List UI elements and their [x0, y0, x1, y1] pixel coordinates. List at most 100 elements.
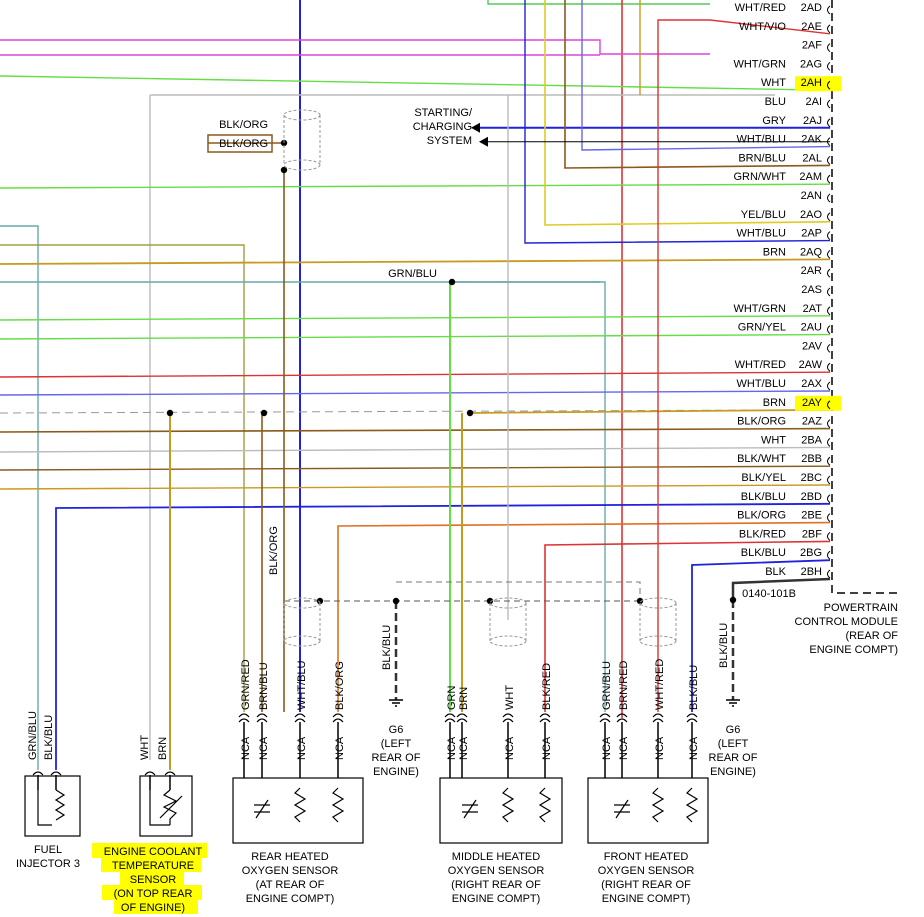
- pin-number: 2BH: [801, 566, 822, 578]
- ect-label-4: (ON TOP REAR: [114, 888, 193, 900]
- rear-o2-pin-icon: [256, 713, 268, 718]
- ground2-label-1: G6: [726, 724, 741, 736]
- rear-o2-nca: NCA: [296, 736, 308, 760]
- middle-o2-pin-icon: [444, 713, 456, 718]
- pin-number: 2BF: [802, 528, 822, 540]
- middle-o2-pin-icon: [502, 713, 514, 718]
- starting-label-2: CHARGING: [413, 121, 472, 133]
- ground1-label-2: (LEFT: [381, 738, 412, 750]
- wire-brn-2ay: [469, 408, 831, 414]
- rear-o2-label-4: ENGINE COMPT): [246, 893, 335, 905]
- wire-yel-blu-2ao: [544, 0, 831, 226]
- starting-label-3: SYSTEM: [427, 135, 472, 147]
- front-o2-pin-icon: [616, 718, 628, 723]
- pin-wire-color: BLU: [765, 96, 786, 108]
- front-o2-label-1: FRONT HEATED: [604, 851, 689, 863]
- pin-wire-color: GRN/YEL: [738, 322, 786, 334]
- front-o2-wire-label: WHT/RED: [654, 659, 666, 710]
- pcm-label-2: CONTROL MODULE: [795, 616, 899, 628]
- pin-wire-color: GRN/WHT: [733, 171, 786, 183]
- pin-terminal-icon: [827, 532, 831, 541]
- pin-wire-color: WHT/RED: [735, 359, 786, 371]
- pin-number: 2AU: [801, 322, 822, 334]
- rear-o2-nca: NCA: [334, 736, 346, 760]
- pin-number: 2AV: [802, 340, 823, 352]
- pin-terminal-icon: [827, 174, 831, 184]
- pin-number: 2AJ: [803, 115, 822, 127]
- wire-blk-org-rear: [337, 521, 831, 712]
- wire-wht-blu-2ap: [524, 0, 831, 244]
- middle-o2-pin-icon: [444, 718, 456, 723]
- pin-terminal-icon: [827, 268, 831, 278]
- pin-terminal-icon: [827, 306, 831, 316]
- splice-dot: [636, 597, 644, 605]
- pin-number: 2AF: [802, 40, 822, 52]
- middle-o2-nca: NCA: [446, 736, 458, 760]
- splice-dot: [280, 166, 288, 174]
- pin-terminal-icon: [827, 24, 831, 34]
- middle-o2-pin-icon: [456, 718, 468, 723]
- shield-label-box: [207, 134, 273, 153]
- pin-number: 2AD: [801, 2, 822, 14]
- ground1-label-4: ENGINE): [373, 766, 419, 778]
- pin-wire-color: BLK: [765, 566, 786, 578]
- pin-terminal-icon: [827, 193, 831, 203]
- wire-brn-blu-2al: [564, 0, 831, 169]
- starting-arrow-1: [471, 122, 480, 133]
- connector-id: 0140-101B: [742, 588, 796, 600]
- splice-dot: [448, 278, 456, 286]
- pin-terminal-icon: [827, 212, 831, 222]
- wire-magenta-1: [0, 39, 710, 55]
- pin-number: 2AZ: [802, 416, 822, 428]
- middle-o2-heater-icon: [538, 787, 552, 823]
- shield-middle-icon-bottom: [489, 635, 527, 647]
- pin-number: 2AE: [801, 21, 822, 33]
- ect-sensor-box: [139, 775, 193, 837]
- middle-o2-label-3: (RIGHT REAR OF: [451, 879, 541, 891]
- front-o2-label-4: ENGINE COMPT): [602, 893, 691, 905]
- pin-number: 2AN: [801, 190, 822, 202]
- fuel-injector-label-1: FUEL: [34, 844, 62, 856]
- ect-pin-icon: [164, 771, 176, 776]
- rear-o2-wire-label: BLK/ORG: [334, 661, 346, 710]
- wire-brown-2bb: [0, 465, 831, 471]
- pcm-label-3: (REAR OF: [845, 630, 898, 642]
- ect-wire-1: WHT: [139, 735, 151, 760]
- pin-terminal-icon: [827, 325, 831, 334]
- pin-number: 2AM: [799, 171, 822, 183]
- middle-o2-nca: NCA: [458, 736, 470, 760]
- wire-purple-2ax: [0, 390, 831, 396]
- rear-o2-pin-icon: [256, 718, 268, 723]
- components-layer: [24, 109, 740, 844]
- wire-grn-red-rear: [0, 244, 245, 712]
- rear-o2-pin-icon: [238, 718, 250, 723]
- rear-o2-wire-label: GRN/RED: [240, 659, 252, 710]
- middle-o2-nca: NCA: [541, 736, 553, 760]
- pin-number: 2AP: [801, 228, 822, 240]
- front-o2-label-2: OXYGEN SENSOR: [598, 865, 695, 877]
- front-o2-heater-icon: [651, 787, 665, 823]
- pin-number: 2AS: [801, 284, 822, 296]
- shield-rear-icon-bottom: [283, 635, 321, 647]
- front-o2-pin-icon: [652, 713, 664, 718]
- rear-o2-pin-icon: [238, 713, 250, 718]
- front-o2-pin-icon: [686, 713, 698, 718]
- pin-number: 2AG: [800, 58, 822, 70]
- pin-wire-color: BRN: [763, 397, 786, 409]
- front-o2-box: [587, 777, 709, 844]
- ect-label-3: SENSOR: [130, 874, 177, 886]
- wire-blk-org-2az: [0, 427, 831, 433]
- fuel-injector-coil-icon: [37, 789, 66, 826]
- pin-number: 2AW: [799, 359, 823, 371]
- pin-number: 2BA: [801, 434, 822, 446]
- pin-terminal-icon: [827, 438, 831, 447]
- ect-hl-2: [101, 857, 201, 872]
- ect-label-2: TEMPERATURE: [112, 860, 194, 872]
- pin-wire-color: BRN: [763, 246, 786, 258]
- pin-wire-color: BRN/BLU: [738, 152, 786, 164]
- wire-blk-blu-fuel: [55, 502, 831, 770]
- front-o2-nca: NCA: [618, 736, 630, 760]
- splice-dot: [466, 409, 474, 417]
- front-o2-pin-icon: [599, 713, 611, 718]
